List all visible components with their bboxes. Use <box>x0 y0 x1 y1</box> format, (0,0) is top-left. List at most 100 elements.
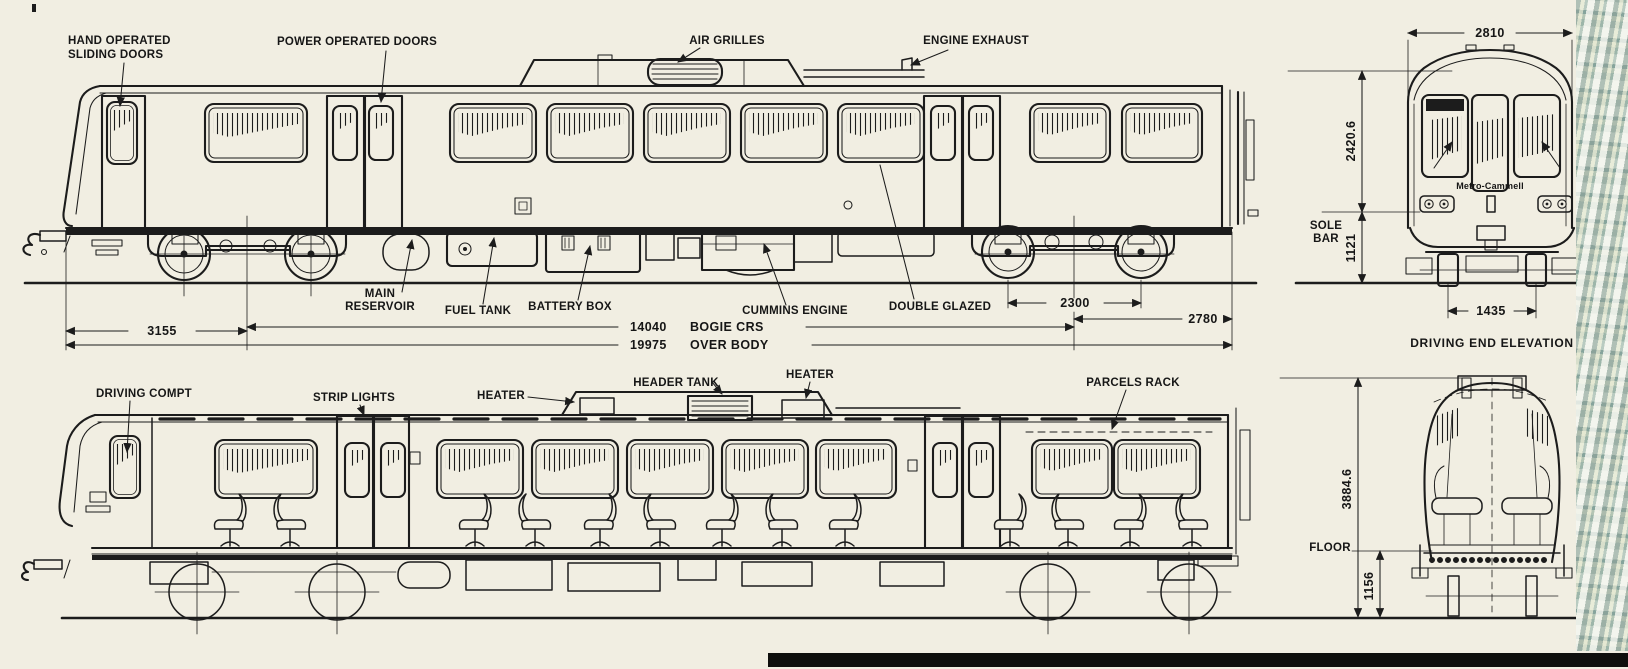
power-doors-right <box>922 94 1002 230</box>
door-leaf-window <box>343 441 371 499</box>
hand-operated-label-2: SLIDING DOORS <box>68 49 163 61</box>
cummins-engine-label: CUMMINS ENGINE <box>742 305 848 317</box>
door-leaf-window <box>967 104 995 162</box>
front-bogie <box>1405 225 1585 288</box>
driving-compartment <box>85 417 153 549</box>
seat <box>705 493 739 547</box>
callout-fuel-tank: FUEL TANK <box>445 236 512 317</box>
top-dimensions: 2300 2780 3155 14040 BOGIE CRS 19975 OVE… <box>64 296 1234 352</box>
seat <box>828 493 862 547</box>
power-doors-left <box>325 94 404 230</box>
wiper-right <box>1541 141 1561 169</box>
fuel-tank-label: FUEL TANK <box>445 305 512 317</box>
dim-overall-height-text: 3884.6 <box>1340 469 1354 510</box>
builder-plate: Metro-Cammell <box>1456 181 1524 191</box>
dim-bogie-wheelbase: 2300 <box>1006 296 1143 310</box>
door-leaf-window <box>379 441 407 499</box>
dim-body-length: 19975 OVER BODY <box>64 338 1234 352</box>
window <box>448 102 538 164</box>
underframe-bottom <box>20 555 1239 592</box>
dim-solebar-height: 1121 <box>1344 210 1367 285</box>
sole-bar-label-1: SOLE <box>1310 220 1342 232</box>
window <box>836 102 926 164</box>
dim-body-length-label: OVER BODY <box>690 338 769 352</box>
top-callouts: HAND OPERATED SLIDING DOORS POWER OPERAT… <box>68 35 1342 317</box>
top-side-elevation <box>22 54 1259 351</box>
heater-left-label: HEATER <box>477 390 525 402</box>
driving-end-elevation-caption: DRIVING END ELEVATION <box>1410 336 1574 350</box>
bottom-callouts: DRIVING COMPT STRIP LIGHTS HEATER HEADER… <box>96 369 1180 454</box>
cab-door-window <box>108 434 142 500</box>
floor-label: FLOOR <box>1309 542 1351 554</box>
heater-right-label: HEATER <box>786 369 834 381</box>
dim-overall-width: 2810 <box>1406 26 1574 97</box>
callout-driving-compt: DRIVING COMPT <box>96 388 192 454</box>
seat <box>765 493 799 547</box>
scan-speck <box>32 4 36 12</box>
cab-steps <box>63 235 123 256</box>
dim-bogie-centres-value: 14040 <box>630 320 667 334</box>
dim-body-length-value: 19975 <box>630 338 667 352</box>
coupler-front <box>22 230 67 257</box>
strip-lights-label: STRIP LIGHTS <box>313 392 395 404</box>
wheel <box>154 551 240 635</box>
door-leaf-window <box>967 441 995 499</box>
interior-body-outline <box>58 407 1251 560</box>
parcels-rack-label: PARCELS RACK <box>1086 377 1180 389</box>
dim-cantrail-height: 2420.6 <box>1287 69 1453 214</box>
window <box>642 102 732 164</box>
window <box>1028 102 1112 164</box>
wheel <box>1146 551 1232 635</box>
wheel <box>1005 551 1091 635</box>
sole-bar-caption: SOLE BAR <box>1310 220 1342 245</box>
sliding-door-left <box>100 94 147 230</box>
window <box>625 438 715 500</box>
main-reservoir-label-1: MAIN <box>365 288 395 300</box>
equipment-boxes <box>645 231 935 261</box>
driving-end-elevation: Metro-Cammell 2810 <box>1287 26 1594 350</box>
dim-solebar-height-text: 1121 <box>1344 234 1358 263</box>
section-floor <box>1423 544 1561 569</box>
header-tank-label: HEADER TANK <box>633 377 719 389</box>
seat <box>213 493 247 547</box>
seat <box>583 493 617 547</box>
dim-rear-overhang-text: 2780 <box>1188 312 1217 326</box>
passenger-windows-top <box>203 102 1204 164</box>
section-seat-benches <box>1431 465 1553 546</box>
window <box>814 438 898 500</box>
power-doors-label: POWER OPERATED DOORS <box>277 36 437 48</box>
door-leaf-window <box>929 104 957 162</box>
callout-strip-lights: STRIP LIGHTS <box>313 392 395 416</box>
window <box>203 102 309 164</box>
seat <box>1175 493 1209 547</box>
window <box>1030 438 1114 500</box>
bottom-dimensions: 3884.6 1156 FLOOR <box>1279 376 1463 619</box>
callout-cummins-engine: CUMMINS ENGINE <box>742 243 848 317</box>
window <box>213 438 319 500</box>
wheels-bottom <box>154 551 1232 635</box>
dim-bogie-wheelbase-text: 2300 <box>1060 296 1089 310</box>
callout-heater-left: HEATER <box>477 390 576 406</box>
heater-box-left <box>579 397 615 415</box>
door-leaf-window <box>331 104 359 162</box>
dim-floor-height-text: 1156 <box>1362 572 1376 601</box>
dim-overall-height: 3884.6 <box>1340 376 1363 619</box>
window <box>739 102 829 164</box>
bottom-side-elevation <box>20 390 1594 635</box>
fuel-tank <box>445 230 539 268</box>
dim-bogie-centres-label: BOGIE CRS <box>690 320 764 334</box>
window <box>435 438 525 500</box>
main-reservoir <box>382 233 430 271</box>
air-grille <box>646 57 724 87</box>
main-reservoir-label-2: RESERVOIR <box>345 301 415 313</box>
cummins-engine-unit <box>700 226 833 276</box>
seats <box>213 493 1209 547</box>
window <box>530 438 620 500</box>
cross-section-view <box>1411 375 1573 617</box>
scan-artifact-strip <box>1576 0 1628 651</box>
dim-track-gauge-text: 1435 <box>1476 304 1505 318</box>
wheel <box>294 551 380 635</box>
callout-hand-operated-doors: HAND OPERATED SLIDING DOORS <box>68 35 170 108</box>
callout-air-grilles: AIR GRILLES <box>677 35 765 63</box>
